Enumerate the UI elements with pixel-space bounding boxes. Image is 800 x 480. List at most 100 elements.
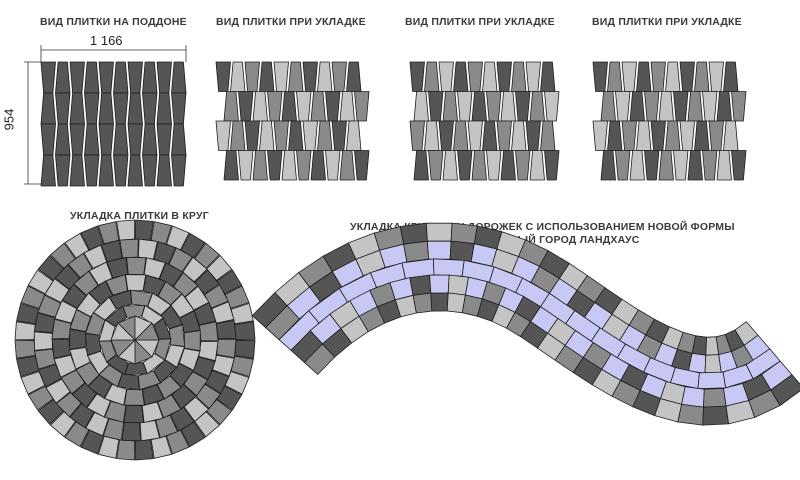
tile [544, 150, 560, 181]
tile [339, 91, 355, 122]
path-tile [770, 374, 800, 406]
circle-tile [119, 238, 139, 259]
path-tile [681, 386, 705, 408]
circle-tile [123, 388, 145, 406]
tile [658, 150, 674, 181]
tile [723, 120, 739, 151]
tile [127, 92, 143, 125]
tile [482, 120, 498, 151]
tile [615, 150, 631, 181]
tile [55, 61, 71, 94]
tile [156, 123, 172, 156]
pallet-view-label: ВИД ПЛИТКИ НА ПОДДОНЕ [40, 16, 187, 28]
tile [69, 154, 85, 187]
tile [69, 92, 85, 125]
tile [215, 120, 231, 151]
tile [84, 123, 100, 156]
tile [171, 123, 187, 156]
tile [457, 91, 473, 122]
tile [171, 154, 187, 187]
circle-tile [85, 333, 102, 356]
circle-tile [179, 310, 201, 333]
tile [244, 120, 260, 151]
tile [629, 150, 645, 181]
tile [244, 61, 260, 92]
pallet-tile-pattern [40, 61, 187, 187]
tile [486, 91, 502, 122]
pallet-dimension-lines [24, 45, 187, 185]
tile [665, 61, 681, 92]
curved-path-tile-pattern [251, 222, 800, 426]
tile [453, 120, 469, 151]
circle-tile [86, 393, 111, 418]
circle-tile [14, 321, 36, 341]
tile [84, 92, 100, 125]
tile [496, 120, 512, 151]
tile [127, 123, 143, 156]
tile [529, 91, 545, 122]
tile [731, 150, 747, 181]
circle-tile [73, 270, 99, 296]
tile [55, 123, 71, 156]
tile [273, 120, 289, 151]
tile [142, 61, 158, 94]
tile [84, 154, 100, 187]
tile [325, 150, 341, 181]
circle-tile [159, 262, 184, 287]
tile [731, 91, 747, 122]
circle-tile [234, 339, 256, 359]
tile [40, 92, 56, 125]
circle-tile [76, 292, 101, 318]
laying-view-label-1: ВИД ПЛИТКИ ПРИ УКЛАДКЕ [216, 16, 366, 28]
tile [716, 150, 732, 181]
tile [230, 61, 246, 92]
tile [171, 61, 187, 94]
tile [544, 91, 560, 122]
circle-tile [33, 331, 53, 351]
tile [467, 61, 483, 92]
path-tile [697, 371, 727, 390]
tile [413, 91, 429, 122]
circle-laying-label: УКЛАДКА ПЛИТКИ В КРУГ [70, 210, 209, 222]
tile [281, 150, 297, 181]
circle-tile [137, 370, 161, 391]
tile [113, 92, 129, 125]
circle-tile [69, 403, 95, 429]
tile [687, 91, 703, 122]
circle-tile [105, 274, 128, 296]
tile [317, 61, 333, 92]
circle-tile [51, 318, 72, 340]
tile [482, 61, 498, 92]
circle-tile [215, 319, 237, 340]
tile [252, 91, 268, 122]
tile [354, 91, 370, 122]
tile [673, 91, 689, 122]
tile [252, 150, 268, 181]
tile [708, 120, 724, 151]
tile [702, 91, 718, 122]
tile [296, 150, 312, 181]
tile [127, 61, 143, 94]
tile [708, 61, 724, 92]
tile [98, 61, 114, 94]
tile [650, 61, 666, 92]
pallet-width-dimension: 1 166 [90, 33, 123, 48]
tile [471, 91, 487, 122]
tile [259, 61, 275, 92]
tile [281, 91, 297, 122]
circle-tile [168, 324, 186, 347]
circle-tile [143, 257, 166, 280]
circle-tile [205, 369, 230, 394]
tile [679, 120, 695, 151]
circle-tile [104, 400, 127, 423]
circle-tile [169, 362, 194, 388]
tile [310, 91, 326, 122]
circle-tile [51, 338, 71, 359]
path-tile [430, 292, 449, 312]
tile [346, 120, 362, 151]
tile [621, 120, 637, 151]
tile [636, 61, 652, 92]
tile [156, 61, 172, 94]
tile [500, 91, 516, 122]
